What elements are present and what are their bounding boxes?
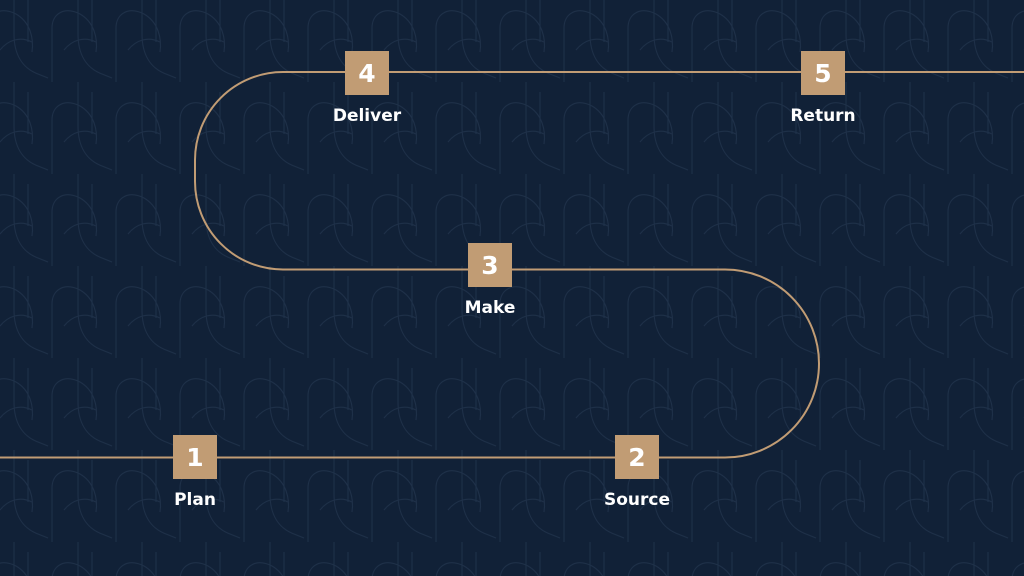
step-number-box: 4 [345, 51, 389, 95]
step-label: Return [790, 106, 856, 126]
step-label: Deliver [332, 106, 402, 126]
step-label: Make [464, 298, 516, 318]
step-number-box: 5 [801, 51, 845, 95]
step-number-box: 2 [615, 435, 659, 479]
step-label: Plan [174, 490, 216, 510]
step-label: Source [603, 490, 671, 510]
process-path-line [0, 71, 1024, 459]
step-number-box: 3 [468, 243, 512, 287]
step-number-box: 1 [173, 435, 217, 479]
